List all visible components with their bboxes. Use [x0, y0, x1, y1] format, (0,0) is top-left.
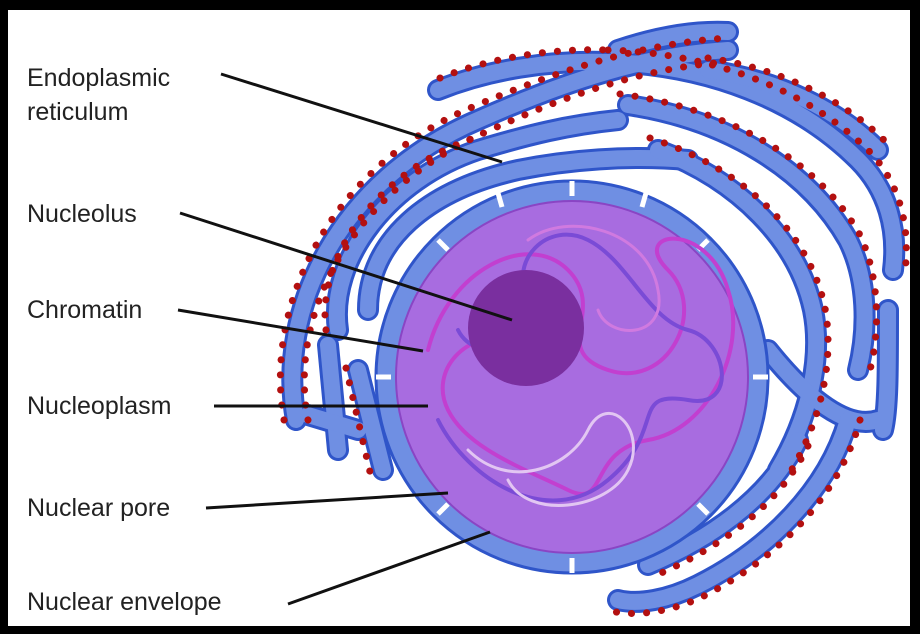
- label-endoplasmic-reticulum-line2: reticulum: [27, 96, 128, 128]
- nucleolus: [468, 270, 584, 386]
- leader-nuclear-pore: [206, 493, 448, 508]
- label-chromatin: Chromatin: [27, 294, 142, 326]
- diagram-canvas: Endoplasmic reticulum Nucleolus Chromati…: [8, 10, 910, 626]
- leader-nuclear-envelope: [288, 532, 490, 604]
- label-nuclear-pore: Nuclear pore: [27, 492, 170, 524]
- label-endoplasmic-reticulum-line1: Endoplasmic: [27, 62, 170, 94]
- label-nucleolus: Nucleolus: [27, 198, 137, 230]
- nucleus-illustration: [8, 10, 910, 626]
- label-nucleoplasm: Nucleoplasm: [27, 390, 172, 422]
- label-nuclear-envelope: Nuclear envelope: [27, 586, 222, 618]
